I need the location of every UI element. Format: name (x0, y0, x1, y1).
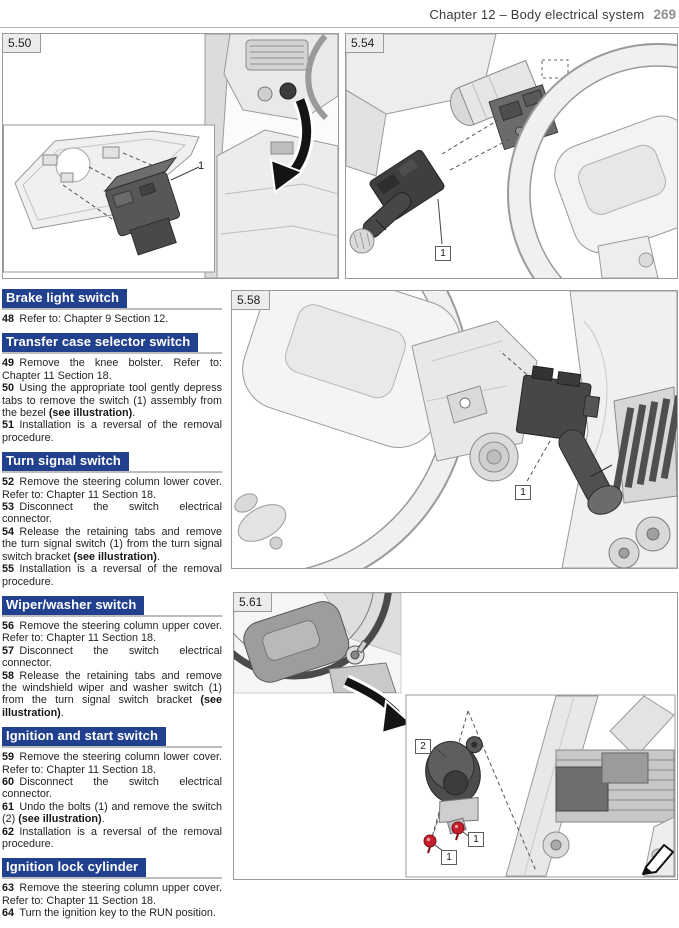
transfer-case-switch (103, 156, 181, 256)
figure-label: 5.58 (231, 290, 271, 310)
procedure-step: 49 Remove the knee bolster. Refer to: Ch… (2, 357, 222, 382)
step-number: 60 (2, 775, 15, 788)
procedure-step: 53 Disconnect the switch electrical conn… (2, 501, 222, 526)
step-number: 55 (2, 563, 15, 576)
procedure-step: 62 Installation is a reversal of the rem… (2, 825, 222, 850)
callout-switch: 1 (435, 246, 451, 261)
chapter-title: Chapter 12 – Body electrical system (429, 7, 645, 22)
figure-5-58-illustration (234, 291, 677, 568)
procedure-step: 60 Disconnect the switch electrical conn… (2, 775, 222, 801)
step-number: 50 (2, 382, 15, 395)
bolt-icon (423, 834, 437, 854)
procedure-step: 58 Release the retaining tabs and remove… (2, 669, 222, 719)
see-illustration-ref: (see illustration) (73, 550, 157, 563)
figure-label: 5.61 (233, 592, 273, 612)
procedure-section: Wiper/washer switch 56 Remove the steerin… (2, 595, 222, 719)
procedure-step: 55 Installation is a reversal of the rem… (2, 563, 222, 588)
procedure-section: Brake light switch 48 Refer to: Chapter 9… (2, 289, 222, 325)
page-header: Chapter 12 – Body electrical system 269 (0, 0, 679, 28)
procedure-section: Ignition lock cylinder 63 Remove the stee… (2, 858, 222, 919)
air-vent (612, 395, 677, 492)
figure-5-61-illustration (234, 593, 676, 878)
figure-5-61-ignition-switch: 5.61 2 1 1 (233, 592, 678, 880)
callout-bolt-right: 1 (468, 832, 484, 847)
step-number: 54 (2, 525, 15, 538)
pencil-icon (642, 844, 674, 875)
ignition-switch-inset (405, 694, 676, 878)
section-heading: Brake light switch (2, 289, 128, 308)
airbag-pad (242, 291, 461, 448)
procedure-step: 56 Remove the steering column upper cove… (2, 619, 222, 645)
section-heading-rule: Ignition lock cylinder (2, 858, 222, 880)
procedure-step: 59 Remove the steering column lower cove… (2, 751, 222, 776)
section-heading: Ignition and start switch (2, 727, 167, 747)
step-number: 57 (2, 644, 15, 657)
section-heading: Transfer case selector switch (2, 333, 199, 353)
direction-arrow-icon (343, 674, 415, 735)
wiper-washer-switch (515, 365, 623, 515)
step-number: 53 (2, 501, 15, 514)
step-number: 62 (2, 825, 15, 838)
callout-ignition-switch: 2 (415, 739, 431, 754)
step-number: 61 (2, 800, 15, 813)
callout-switch: 1 (198, 160, 205, 172)
procedure-step: 63 Remove the steering column upper cove… (2, 882, 222, 907)
see-illustration-ref: (see illustration) (18, 813, 102, 826)
section-heading-rule: Turn signal switch (2, 452, 222, 474)
procedure-text-column: Brake light switch 48 Refer to: Chapter 9… (2, 289, 222, 928)
procedure-step: 64 Turn the ignition key to the RUN posi… (2, 907, 216, 920)
step-number: 58 (2, 669, 15, 682)
procedure-step: 52 Remove the steering column lower cove… (2, 476, 222, 501)
procedure-step: 57 Disconnect the switch electrical conn… (2, 644, 222, 670)
procedure-section: Turn signal switch 52 Remove the steering… (2, 452, 222, 588)
step-number: 59 (2, 751, 15, 764)
procedure-section: Transfer case selector switch 49 Remove t… (2, 333, 222, 444)
step-number: 64 (2, 907, 15, 920)
callout-bolt-left: 1 (441, 850, 457, 865)
figure-label: 5.54 (345, 33, 385, 53)
figure-5-54-illustration (346, 34, 677, 278)
procedure-step: 61 Undo the bolts (1) and remove the swi… (2, 800, 222, 826)
section-heading: Ignition lock cylinder (2, 858, 147, 878)
switch-inset-view (3, 124, 215, 273)
section-heading-rule: Transfer case selector switch (2, 333, 222, 355)
section-heading-rule: Brake light switch (2, 289, 222, 310)
step-number: 48 (2, 313, 15, 325)
section-heading: Turn signal switch (2, 452, 129, 472)
figure-5-54-turn-signal-switch: 5.54 1 (345, 33, 678, 279)
procedure-step: 48 Refer to: Chapter 9 Section 12. (2, 313, 169, 325)
page-number: 269 (653, 7, 676, 22)
turn-signal-switch (349, 149, 445, 254)
section-heading: Wiper/washer switch (2, 595, 145, 615)
step-number: 52 (2, 476, 15, 489)
procedure-step: 54 Release the retaining tabs and remove… (2, 525, 222, 563)
section-heading-rule: Ignition and start switch (2, 727, 222, 749)
callout-switch: 1 (515, 485, 531, 500)
see-illustration-ref: (see illustration) (2, 694, 222, 719)
figure-5-58-wiper-washer-switch: 5.58 1 (231, 290, 678, 569)
see-illustration-ref: (see illustration) (48, 407, 133, 420)
ignition-switch (425, 736, 483, 835)
step-number: 51 (2, 419, 15, 432)
figure-5-50-illustration (3, 34, 338, 278)
procedure-step: 51 Installation is a reversal of the rem… (2, 419, 222, 444)
figure-label: 5.50 (2, 33, 42, 53)
step-number: 63 (2, 882, 15, 895)
procedure-step: 50 Using the appropriate tool gently dep… (2, 382, 222, 420)
direction-arrow-icon (269, 97, 315, 194)
airbag-pad (554, 115, 677, 254)
figure-5-50-transfer-case-switch: 5.50 1 (2, 33, 339, 279)
step-number: 56 (2, 619, 15, 632)
bolt-icon (451, 821, 465, 841)
section-heading-rule: Wiper/washer switch (2, 595, 222, 617)
dashboard-view (204, 34, 338, 278)
procedure-section: Ignition and start switch 59 Remove the s… (2, 727, 222, 850)
step-number: 49 (2, 357, 15, 370)
